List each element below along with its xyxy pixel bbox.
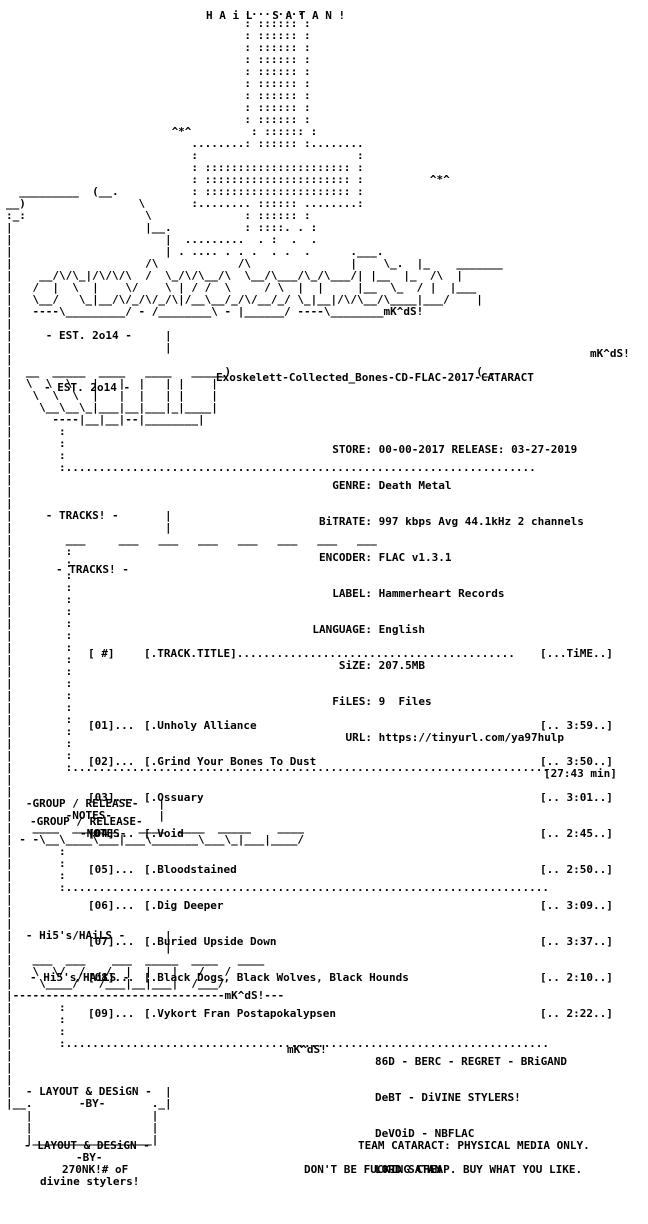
info-row-label: LABEL: Hammerheart Records xyxy=(332,587,505,600)
release-name: Exoskelett-Collected_Bones-CD-FLAC-2017-… xyxy=(216,371,534,384)
info-row-encoder: ENCODER: FLAC v1.3.1 xyxy=(319,551,452,564)
layout-group: divine stylers! xyxy=(40,1175,140,1188)
track-row: [07]...[.Buried Upside Down[.. 3:37..] xyxy=(88,935,613,948)
hail-item: DeBT - DiVINE STYLERS! xyxy=(375,1091,521,1104)
footer-line-1: TEAM CATARACT: PHYSICAL MEDIA ONLY. xyxy=(358,1139,590,1152)
group-notes-sublabel: -NOTES- xyxy=(80,827,127,840)
info-row-store: STORE: 00-00-2017 RELEASE: 03-27-2019 xyxy=(332,443,578,456)
track-row: [04]...[.Void[.. 2:45..] xyxy=(88,827,613,840)
track-row: [01]...[.Unholy Alliance[.. 3:59..] xyxy=(88,719,613,732)
total-time: [27:43 min] xyxy=(544,767,617,780)
hail-item: DeVOiD - NBFLAC xyxy=(375,1127,475,1140)
hails-label: - Hi5's/HAiLS - xyxy=(30,971,130,984)
footer-line-2: DON'T BE FUCKING CHEAP. BUY WHAT YOU LIK… xyxy=(304,1163,583,1176)
hail-item: LORD SATAN xyxy=(375,1163,442,1176)
ascii-art-frame: ......... : :::::: : : :::::: : : ::::::… xyxy=(6,5,550,1146)
tracks-section-label: - TRACKS! - xyxy=(56,563,129,576)
release-info: STORE: 00-00-2017 RELEASE: 03-27-2019 GE… xyxy=(302,420,584,756)
track-row: [09]...[.Vykort Fran Postapokalypsen[.. … xyxy=(88,1007,613,1020)
header-banner: H A i L S A T A N ! xyxy=(206,9,346,22)
layout-by-label: -BY- xyxy=(76,1151,103,1164)
track-row: [08]...[.Black Dogs, Black Wolves, Black… xyxy=(88,971,613,984)
track-header: [ #][.TRACK.TITLE]......................… xyxy=(88,647,613,660)
layout-author: 270NK!# oF xyxy=(62,1163,129,1176)
info-row-files: FiLES: 9 Files xyxy=(332,695,432,708)
track-row: [06]...[.Dig Deeper[.. 3:09..] xyxy=(88,899,613,912)
est-label: - EST. 2o14 - xyxy=(44,381,131,394)
info-row-genre: GENRE: Death Metal xyxy=(332,479,452,492)
info-row-bitrate: BiTRATE: 997 kbps Avg 44.1kHz 2 channels xyxy=(319,515,584,528)
info-row-size: SiZE: 207.5MB xyxy=(338,659,425,672)
hail-item: 86D - BERC - REGRET - BRiGAND xyxy=(375,1055,568,1068)
hails-list: 86D - BERC - REGRET - BRiGAND DeBT - DiV… xyxy=(375,1032,567,1188)
signature: mK^dS! xyxy=(590,347,630,360)
group-notes-label: -GROUP / RELEASE- xyxy=(30,815,143,828)
track-row: [03]...[.Ossuary[.. 3:01..] xyxy=(88,791,613,804)
track-row: [05]...[.Bloodstained[.. 2:50..] xyxy=(88,863,613,876)
info-row-url: URL: https://tinyurl.com/ya97hulp xyxy=(345,731,565,744)
track-list: [ #][.TRACK.TITLE]......................… xyxy=(88,624,630,1032)
track-row: [02]...[.Grind Your Bones To Dust[.. 3:5… xyxy=(88,755,613,768)
layout-design-label: - LAYOUT & DESiGN - xyxy=(24,1139,150,1152)
hails-signature: mK^dS! xyxy=(287,1043,327,1056)
info-row-language: LANGUAGE: English xyxy=(312,623,425,636)
